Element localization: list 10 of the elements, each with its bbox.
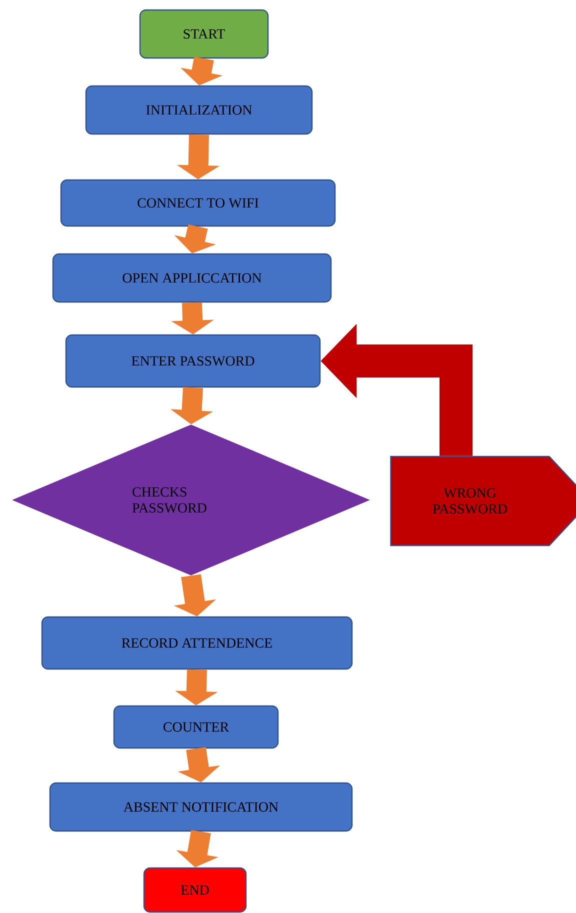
process-box: ABSENT NOTIFICATION [49, 782, 353, 832]
process-box: ENTER PASSWORD [65, 334, 321, 388]
process-box: CONNECT TO WIFI [60, 179, 336, 227]
process-box: OPEN APPLICCATION [52, 253, 332, 303]
process-box: COUNTER [113, 705, 279, 749]
pentagon-arrow-box: WRONG PASSWORD [390, 456, 576, 546]
process-box: INITIALIZATION [85, 85, 313, 135]
end-box: END [143, 867, 247, 913]
process-box: RECORD ATTENDENCE [41, 616, 353, 670]
start-box: START [139, 9, 269, 59]
